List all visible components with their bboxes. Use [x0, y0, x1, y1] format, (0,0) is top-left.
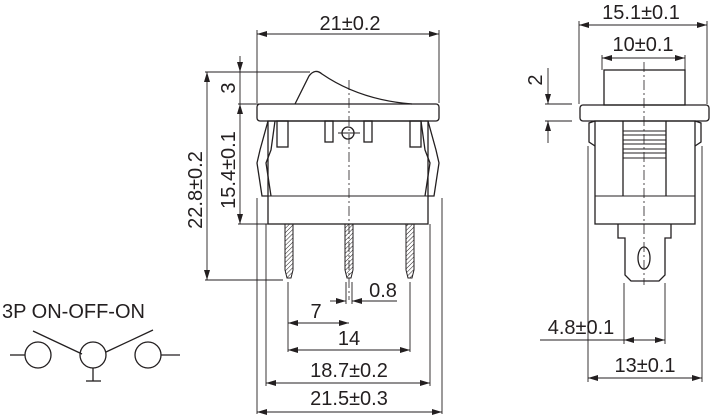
lever-left — [32, 330, 83, 355]
switch-schematic: 3P ON-OFF-ON — [2, 301, 180, 382]
dim-flange-thickness: 2 — [525, 74, 547, 85]
terminal-common — [79, 341, 107, 369]
front-flange — [256, 103, 440, 122]
dim-button-width: 10±0.1 — [612, 34, 673, 56]
tab — [324, 120, 334, 143]
rocker-actuator — [294, 70, 413, 105]
terminal-right — [134, 341, 162, 369]
side-clip-left — [588, 120, 596, 147]
schematic-title: 3P ON-OFF-ON — [2, 301, 145, 323]
lever-right — [105, 329, 154, 353]
pin — [284, 223, 294, 279]
dim-body-height: 15.4±0.1 — [218, 131, 240, 209]
dim-body-width: 18.7±0.2 — [310, 360, 388, 382]
side-clip-right — [694, 120, 702, 147]
right-clip — [420, 120, 440, 197]
tab — [409, 120, 422, 148]
pins — [284, 223, 415, 279]
side-view: 15.1±0.1 10±0.1 2 4.8±0.1 13±0.1 — [525, 2, 710, 382]
dim-pin-pitch: 7 — [310, 301, 321, 323]
tab — [276, 120, 289, 148]
dim-body-depth: 13±0.1 — [614, 355, 675, 377]
dim-pin-width: 0.8 — [369, 280, 397, 302]
dim-width: 21±0.2 — [319, 13, 380, 35]
front-body — [267, 120, 429, 225]
dim-flange-width: 15.1±0.1 — [602, 2, 680, 24]
button — [603, 69, 686, 106]
dim-clip-width: 21.5±0.3 — [310, 388, 388, 410]
pin — [344, 223, 354, 279]
terminal-left — [24, 341, 52, 369]
tab — [363, 120, 373, 143]
side-flange — [579, 104, 710, 122]
dim-rocker-height: 3 — [218, 82, 240, 93]
dim-pin-span: 14 — [338, 328, 360, 350]
ridges — [623, 130, 666, 159]
front-view: 21±0.2 3 15.4±0.1 22.8±0.2 0.8 7 14 18.7… — [185, 13, 443, 415]
terminal — [617, 224, 672, 282]
pin — [405, 223, 415, 279]
left-clip — [256, 120, 276, 197]
side-body — [594, 120, 696, 225]
dim-total-height: 22.8±0.2 — [185, 151, 207, 229]
dim-terminal-width: 4.8±0.1 — [548, 317, 615, 339]
